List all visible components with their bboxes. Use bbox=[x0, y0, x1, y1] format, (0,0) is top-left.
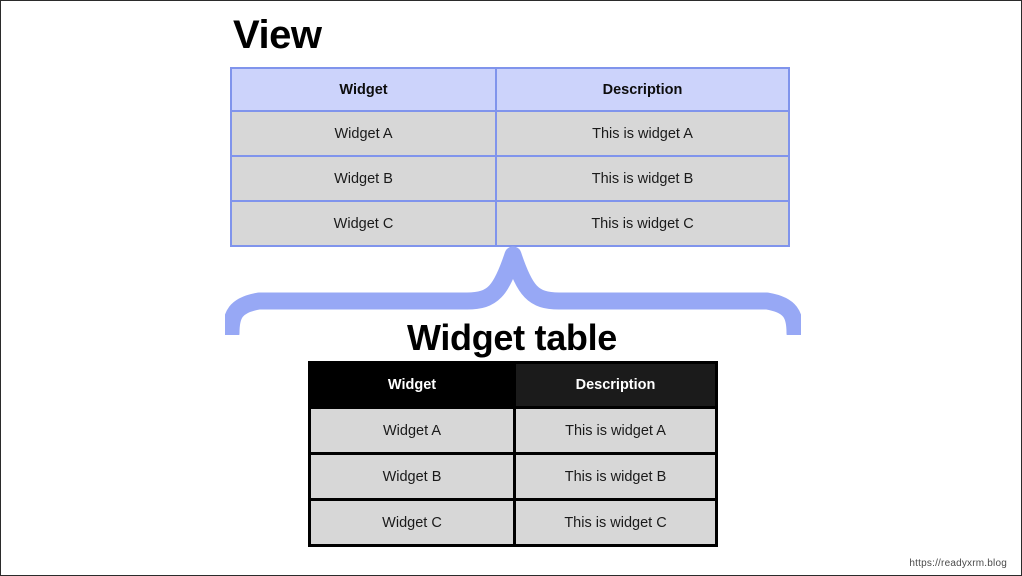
view-table-col-header-widget[interactable]: Widget bbox=[230, 67, 497, 112]
view-cell-description-b: This is widget B bbox=[495, 155, 790, 202]
page-title-view: View bbox=[233, 13, 322, 57]
watermark-url: https://readyxrm.blog bbox=[909, 558, 1007, 569]
view-cell-widget-b: Widget B bbox=[230, 155, 497, 202]
table-row[interactable]: Widget C This is widget C bbox=[230, 200, 790, 247]
view-table: Widget Description Widget A This is widg… bbox=[230, 67, 790, 247]
widget-table: Widget Description Widget A This is widg… bbox=[308, 361, 718, 547]
view-cell-widget-a: Widget A bbox=[230, 110, 497, 157]
view-cell-description-a: This is widget A bbox=[495, 110, 790, 157]
page-title-widget-table: Widget table bbox=[406, 317, 618, 358]
widget-cell-description-b: This is widget B bbox=[513, 452, 718, 501]
widget-cell-description-a: This is widget A bbox=[513, 406, 718, 455]
widget-cell-widget-b: Widget B bbox=[308, 452, 516, 501]
table-row[interactable]: Widget A This is widget A bbox=[230, 110, 790, 157]
widget-table-header-row: Widget Description bbox=[308, 361, 718, 409]
widget-cell-widget-c: Widget C bbox=[308, 498, 516, 547]
view-table-header-row: Widget Description bbox=[230, 67, 790, 112]
table-row[interactable]: Widget B This is widget B bbox=[230, 155, 790, 202]
table-row[interactable]: Widget A This is widget A bbox=[308, 406, 718, 455]
table-row[interactable]: Widget C This is widget C bbox=[308, 498, 718, 547]
widget-table-col-header-widget[interactable]: Widget bbox=[308, 361, 516, 409]
table-row[interactable]: Widget B This is widget B bbox=[308, 452, 718, 501]
widget-cell-widget-a: Widget A bbox=[308, 406, 516, 455]
view-cell-widget-c: Widget C bbox=[230, 200, 497, 247]
widget-table-col-header-description[interactable]: Description bbox=[513, 361, 718, 409]
widget-cell-description-c: This is widget C bbox=[513, 498, 718, 547]
view-cell-description-c: This is widget C bbox=[495, 200, 790, 247]
view-table-col-header-description[interactable]: Description bbox=[495, 67, 790, 112]
